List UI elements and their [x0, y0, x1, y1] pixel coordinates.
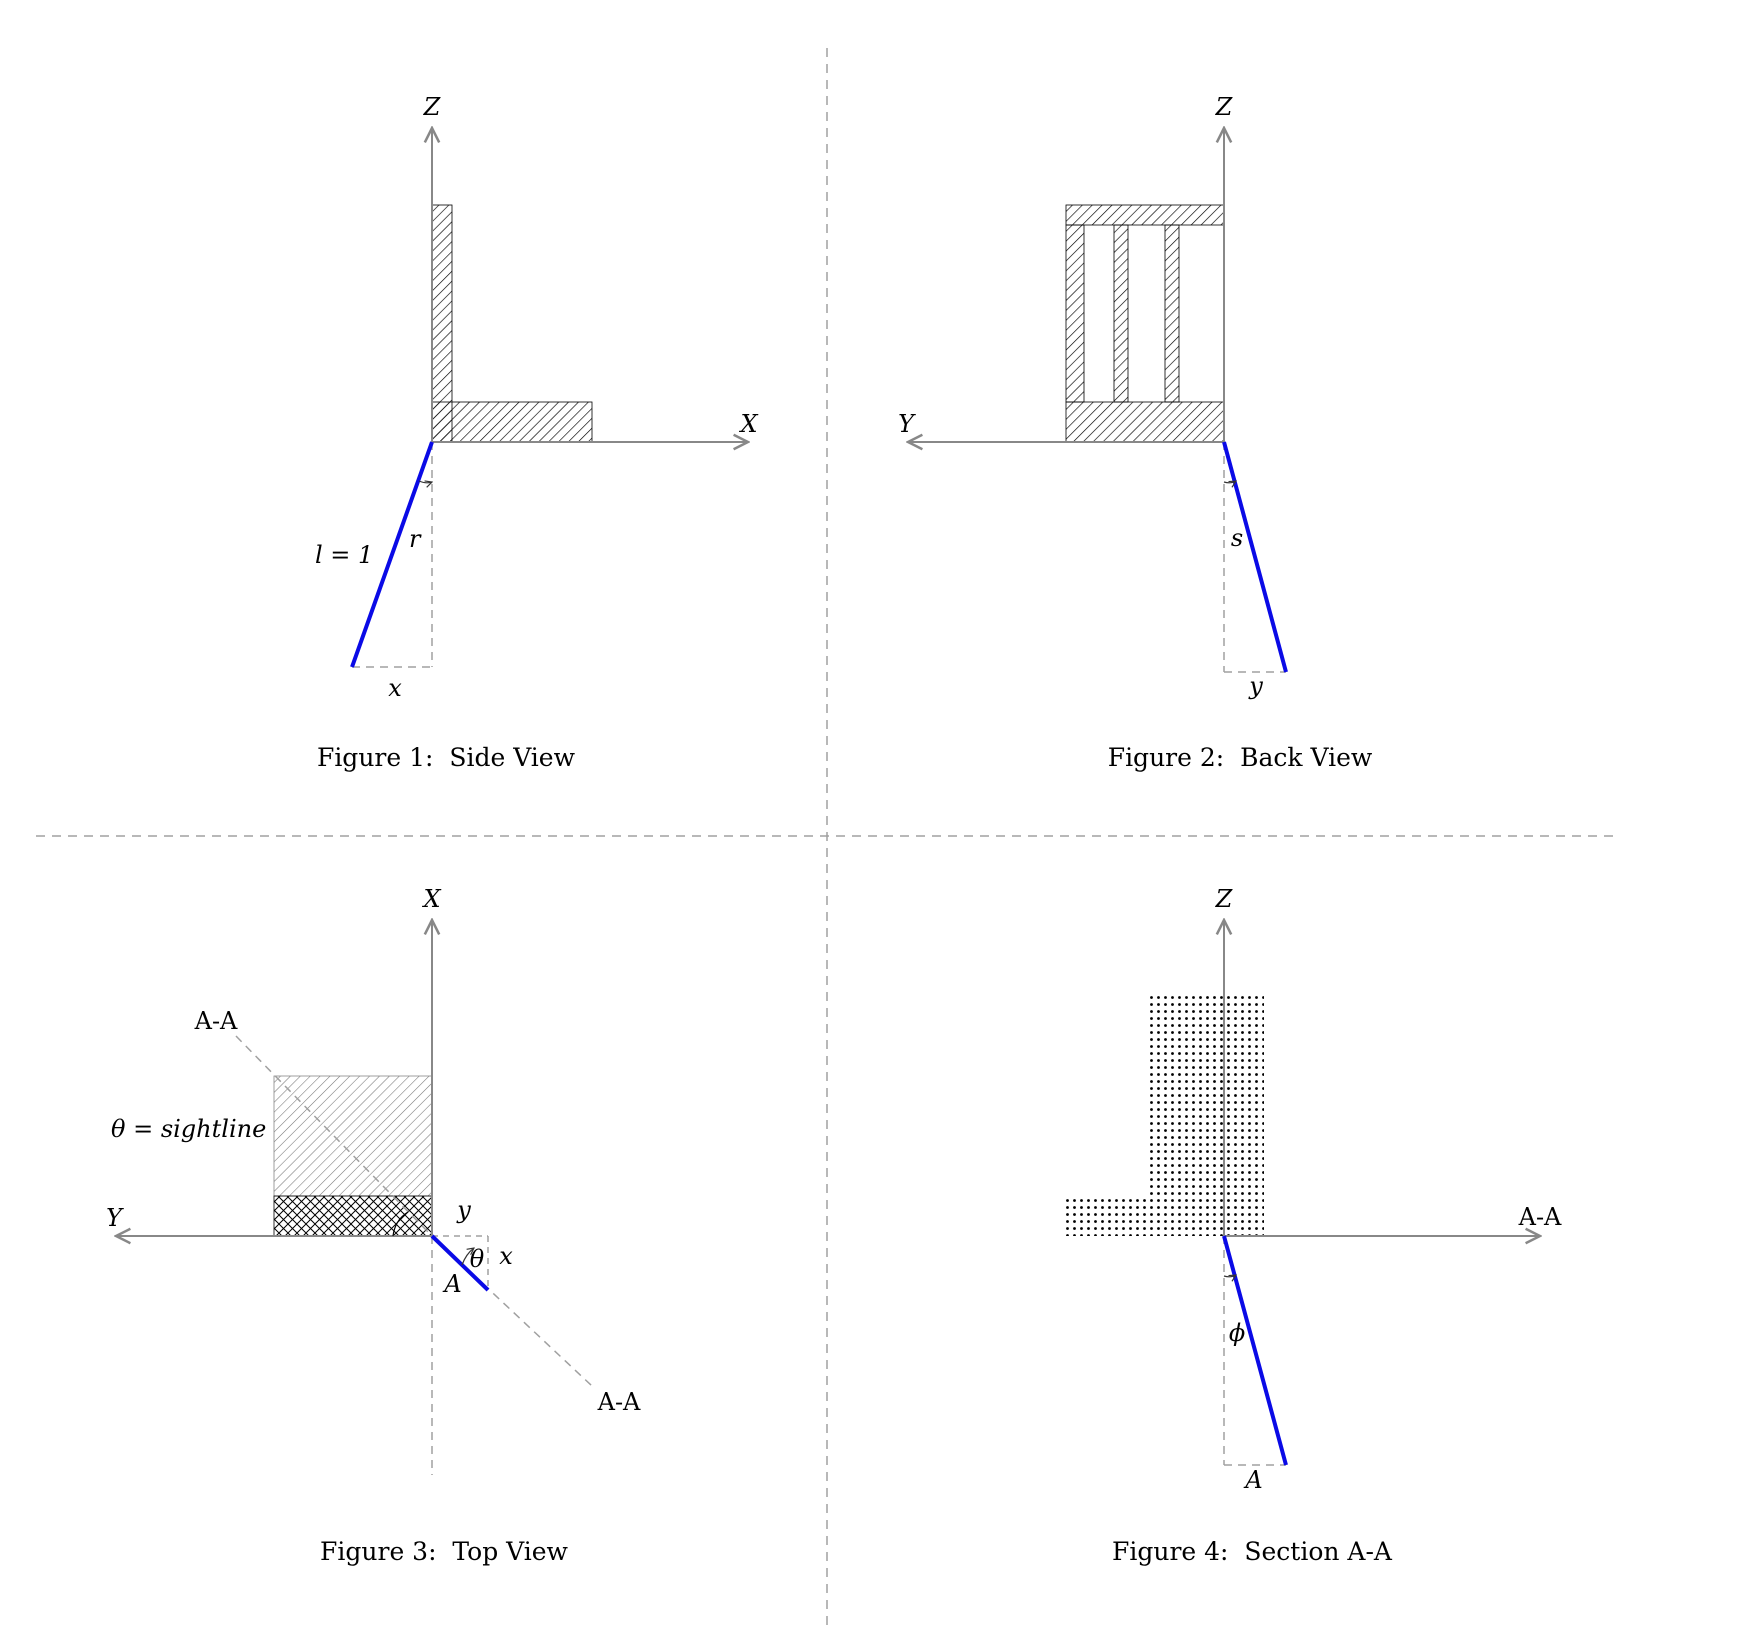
- figure-side-view: Z X l = 1 r x Figure 1: Side View: [315, 93, 758, 772]
- section-z-label: Z: [1215, 885, 1234, 913]
- back-angle-label: s: [1231, 524, 1243, 552]
- top-light-region: [273, 1075, 433, 1197]
- back-y-label: Y: [898, 410, 916, 438]
- top-caption: Figure 3: Top View: [320, 1537, 569, 1566]
- side-length-label: l = 1: [315, 541, 373, 569]
- top-sightline-arc: [392, 1211, 409, 1237]
- section-aa-label: A-A: [1518, 1203, 1562, 1231]
- back-middle-post-1: [1113, 224, 1129, 403]
- figure-top-view: X Y A-A A-A θ = sightline y x θ A Figure…: [106, 885, 641, 1566]
- top-rod: [430, 1234, 490, 1292]
- section-low-region: [1066, 1196, 1149, 1236]
- back-z-label: Z: [1215, 93, 1234, 121]
- side-caption: Figure 1: Side View: [317, 743, 576, 772]
- back-rod: [1222, 441, 1288, 673]
- back-top-bar: [1065, 204, 1225, 226]
- top-theta-label: θ: [470, 1245, 485, 1273]
- section-rod: [1222, 1235, 1288, 1466]
- back-left-post: [1065, 224, 1085, 403]
- section-offset-label: A: [1243, 1466, 1262, 1494]
- top-dense-region: [273, 1195, 433, 1237]
- section-angle-label: ϕ: [1229, 1319, 1245, 1347]
- section-angle-arc: [1223, 1275, 1236, 1277]
- back-middle-post-2: [1164, 224, 1180, 403]
- side-horizontal-member: [431, 401, 593, 443]
- back-bottom-bar: [1065, 401, 1225, 443]
- back-angle-arc: [1223, 481, 1236, 483]
- side-offset-label: x: [388, 674, 402, 702]
- top-x-offset-label: x: [499, 1242, 513, 1270]
- top-section-line-upper: [235, 1035, 433, 1237]
- section-caption: Figure 4: Section A-A: [1112, 1537, 1393, 1566]
- side-z-label: Z: [423, 93, 442, 121]
- top-section-label-lower: A-A: [597, 1388, 641, 1416]
- top-point-label: A: [442, 1270, 461, 1298]
- top-y-offset-label: y: [456, 1196, 471, 1224]
- top-sightline-label: θ = sightline: [111, 1115, 266, 1143]
- back-caption: Figure 2: Back View: [1108, 743, 1373, 772]
- side-x-label: X: [738, 410, 758, 438]
- top-section-line-lower: [431, 1235, 593, 1387]
- section-tall-region: [1149, 996, 1264, 1236]
- top-theta-arc: [461, 1248, 474, 1266]
- top-section-label-upper: A-A: [194, 1007, 238, 1035]
- side-angle-label: r: [409, 525, 422, 553]
- top-y-label: Y: [106, 1204, 124, 1232]
- top-x-label: X: [421, 885, 441, 913]
- figure-back-view: Z Y s y Figure 2: Back View: [898, 93, 1373, 772]
- back-offset-label: y: [1248, 672, 1263, 700]
- figure-section-aa: Z A-A ϕ A Figure 4: Section A-A: [1066, 885, 1562, 1566]
- side-angle-arc: [418, 481, 432, 483]
- side-rod: [350, 441, 434, 668]
